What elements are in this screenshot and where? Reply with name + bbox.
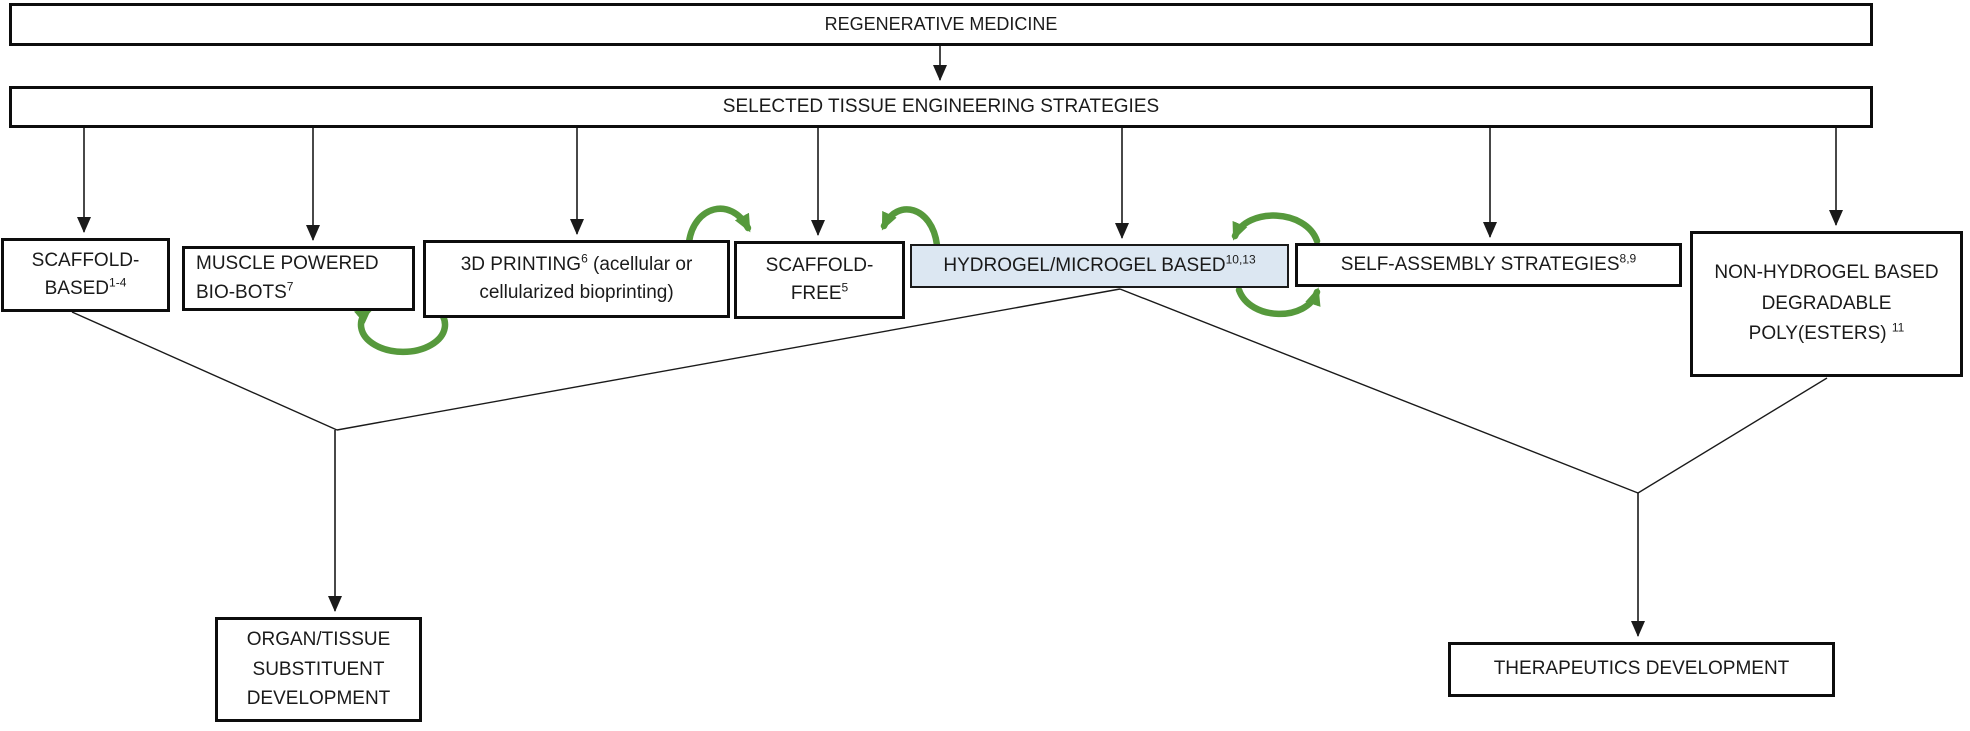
node-label-line: SUBSTITUENT bbox=[252, 658, 385, 680]
node-organ-tissue-substituent-development: ORGAN/TISSUE SUBSTITUENT DEVELOPMENT bbox=[215, 617, 422, 722]
node-label-line: BIO-BOTS7 bbox=[196, 279, 294, 303]
node-label-line: POLY(ESTERS) 11 bbox=[1748, 320, 1905, 345]
node-label-line: SCAFFOLD- bbox=[765, 254, 874, 276]
node-label-line: SCAFFOLD- bbox=[31, 249, 140, 271]
node-label: SELECTED TISSUE ENGINEERING STRATEGIES bbox=[722, 96, 1160, 117]
node-non-hydrogel-degradable-polyesters: NON-HYDROGEL BASED DEGRADABLE POLY(ESTER… bbox=[1690, 231, 1963, 377]
line-scaffold-based-to-left-junction bbox=[71, 311, 338, 431]
node-label-line: MUSCLE POWERED bbox=[196, 253, 379, 274]
node-label-line: THERAPEUTICS DEVELOPMENT bbox=[1493, 658, 1790, 680]
line-hydrogel-to-right-junction bbox=[1119, 288, 1639, 494]
node-label: REGENERATIVE MEDICINE bbox=[824, 14, 1058, 34]
node-label-line: cellularized bioprinting) bbox=[479, 282, 674, 303]
node-label-line: DEVELOPMENT bbox=[246, 688, 391, 710]
node-label-line: ORGAN/TISSUE bbox=[246, 629, 391, 651]
node-label-line: FREE5 bbox=[790, 280, 849, 304]
curved-arrow-left-icon bbox=[880, 206, 941, 249]
node-label-line: SELF-ASSEMBLY STRATEGIES8,9 bbox=[1340, 251, 1637, 275]
node-label-line: NON-HYDROGEL BASED bbox=[1714, 262, 1939, 284]
cycle-arrow-bottom-icon bbox=[1235, 286, 1321, 318]
node-regenerative-medicine: REGENERATIVE MEDICINE bbox=[9, 3, 1873, 46]
line-non-hydrogel-to-right-junction bbox=[1637, 377, 1828, 494]
node-muscle-powered-bio-bots: MUSCLE POWERED BIO-BOTS7 bbox=[182, 246, 415, 311]
node-therapeutics-development: THERAPEUTICS DEVELOPMENT bbox=[1448, 642, 1835, 697]
node-label-line: DEGRADABLE bbox=[1761, 292, 1892, 314]
node-label-line: HYDROGEL/MICROGEL BASED10,13 bbox=[943, 252, 1256, 276]
node-hydrogel-microgel-based: HYDROGEL/MICROGEL BASED10,13 bbox=[910, 244, 1289, 288]
curved-arrow-right-icon bbox=[685, 205, 752, 246]
node-scaffold-free: SCAFFOLD- FREE5 bbox=[734, 241, 905, 319]
cycle-arrow-top-icon bbox=[1231, 212, 1321, 245]
node-label-line: 3D PRINTING6 (acellular or bbox=[460, 251, 693, 275]
node-scaffold-based: SCAFFOLD- BASED1-4 bbox=[1, 238, 170, 312]
node-selected-tissue-engineering-strategies: SELECTED TISSUE ENGINEERING STRATEGIES bbox=[9, 86, 1873, 128]
node-self-assembly-strategies: SELF-ASSEMBLY STRATEGIES8,9 bbox=[1295, 243, 1682, 287]
node-3d-printing: 3D PRINTING6 (acellular or cellularized … bbox=[423, 240, 730, 318]
node-label-line: BASED1-4 bbox=[44, 275, 127, 299]
